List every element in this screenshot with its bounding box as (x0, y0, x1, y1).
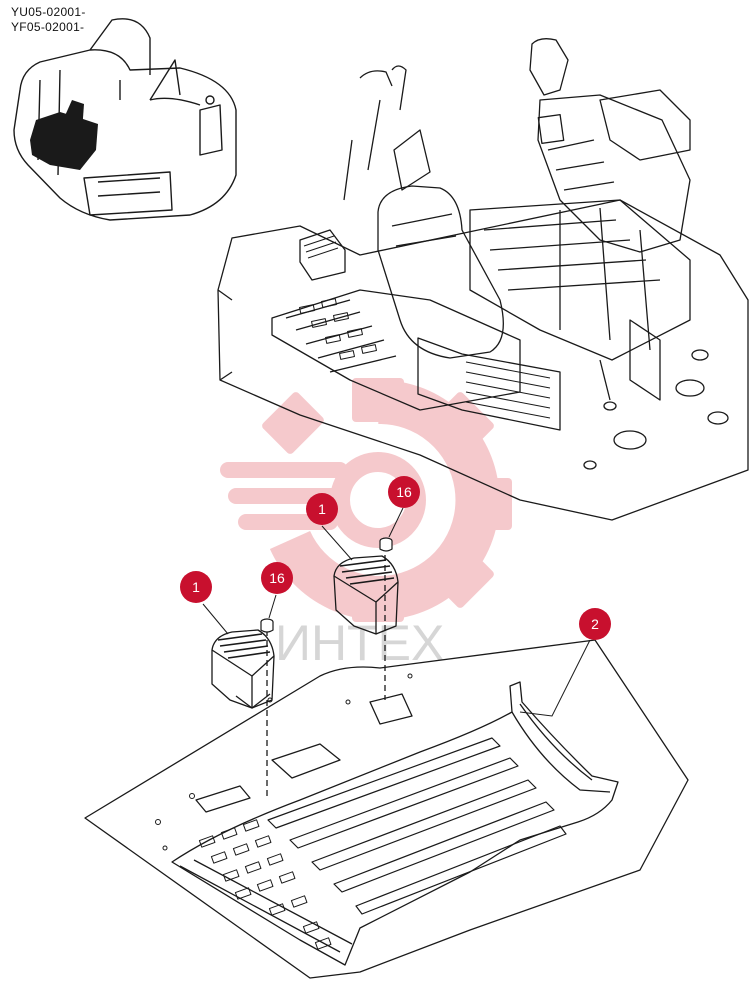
excavator-thumbnail-icon (13, 18, 237, 221)
callout-16a[interactable]: 16 (261, 562, 293, 594)
callout-label: 16 (269, 570, 285, 586)
leader-lines (202, 507, 591, 717)
callout-1a[interactable]: 1 (180, 571, 212, 603)
floor-mat-icon (84, 555, 689, 979)
seat-and-console-assembly-icon (217, 38, 749, 521)
bolt-icon (260, 618, 274, 633)
watermark-text: ИНТЕХ (275, 615, 444, 671)
callout-label: 16 (396, 484, 412, 500)
callout-2[interactable]: 2 (579, 608, 611, 640)
callout-1b[interactable]: 1 (306, 493, 338, 525)
callout-label: 2 (591, 616, 599, 632)
bolt-icon (379, 537, 393, 552)
serial-range-2: YF05-02001- (11, 20, 85, 34)
foot-pedal-icon (333, 555, 399, 635)
callout-16b[interactable]: 16 (388, 476, 420, 508)
callout-label: 1 (318, 501, 326, 517)
serial-range-1: YU05-02001- (11, 5, 86, 19)
callout-label: 1 (192, 579, 200, 595)
foot-pedal-icon (211, 629, 275, 709)
